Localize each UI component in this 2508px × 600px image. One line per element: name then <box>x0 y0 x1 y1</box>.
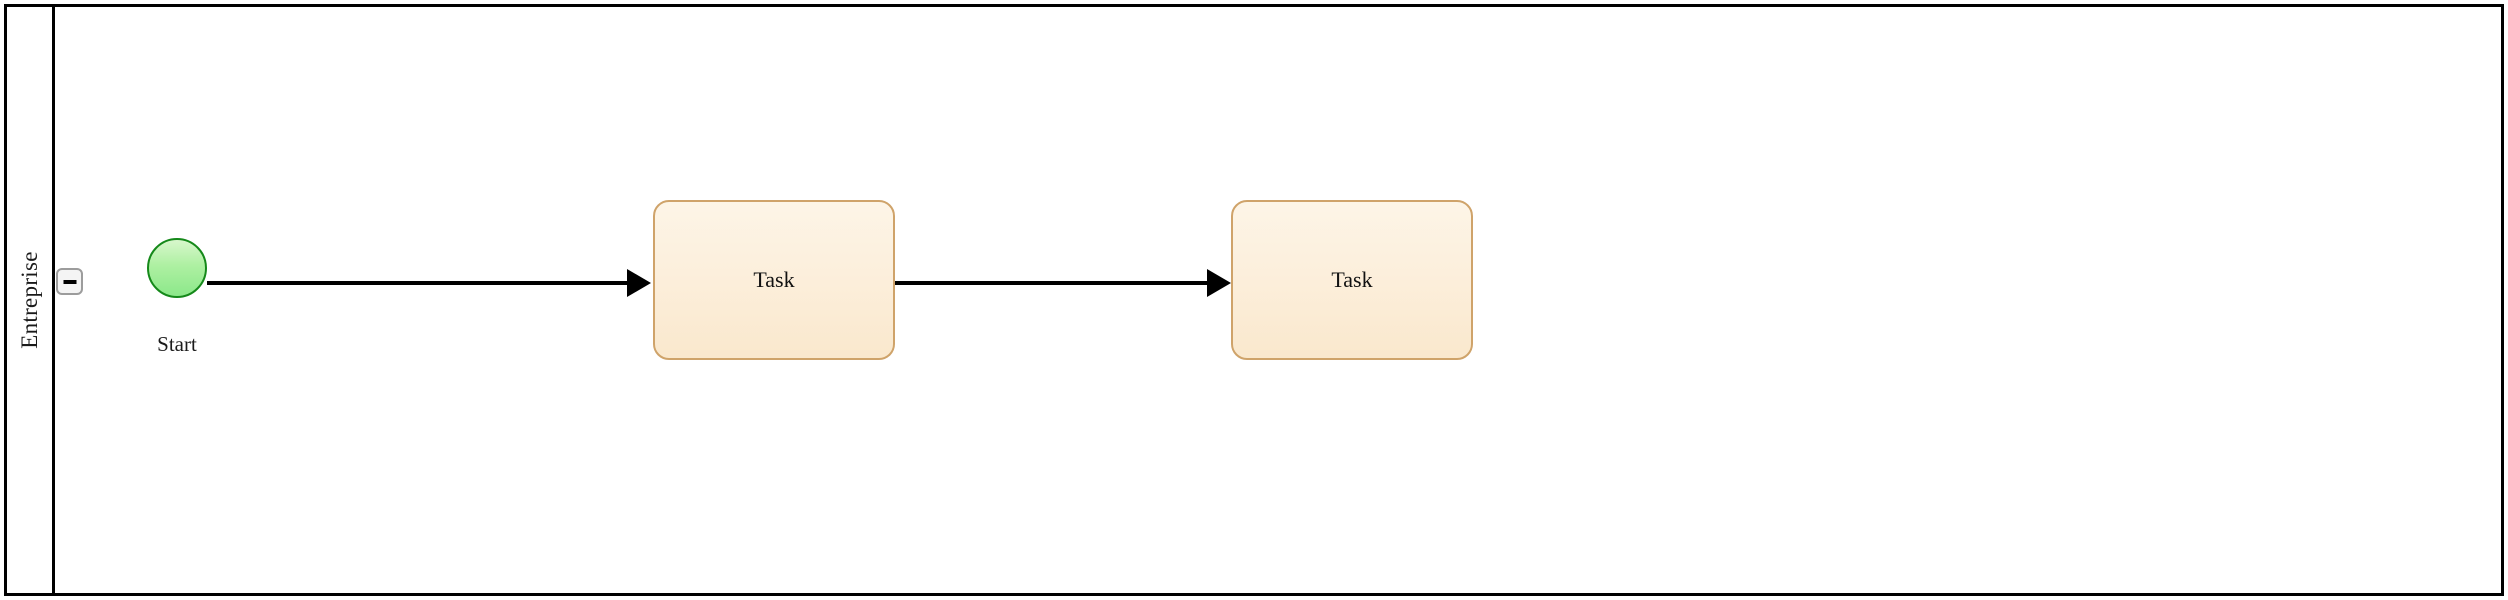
task-2[interactable]: Task <box>1231 200 1473 360</box>
pool-header[interactable]: Entreprise <box>7 7 55 593</box>
task-1[interactable]: Task <box>653 200 895 360</box>
pool-collapse-button[interactable] <box>56 268 83 295</box>
start-event[interactable] <box>147 238 207 298</box>
pool-name-label: Entreprise <box>16 251 42 349</box>
sequence-flow-arrowhead-1 <box>627 269 651 297</box>
start-event-label: Start <box>157 332 197 356</box>
task-2-label: Task <box>1331 267 1373 292</box>
pool-entreprise[interactable]: Entreprise <box>4 4 2504 596</box>
sequence-flow-task1-to-task2[interactable] <box>895 281 1207 285</box>
sequence-flow-arrowhead-2 <box>1207 269 1231 297</box>
minus-icon <box>63 279 76 284</box>
task-1-label: Task <box>753 267 795 292</box>
sequence-flow-start-to-task1[interactable] <box>207 281 627 285</box>
